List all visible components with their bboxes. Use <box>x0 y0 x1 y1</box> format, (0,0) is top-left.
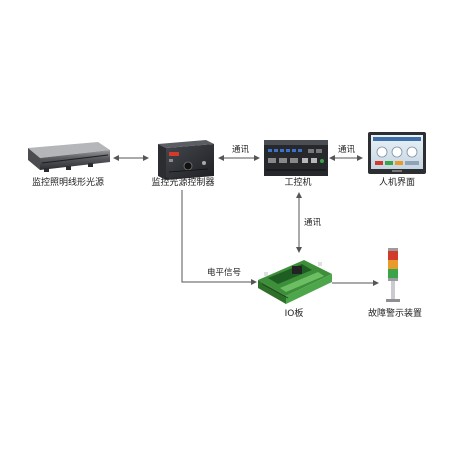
io-terminal-board-icon <box>258 260 332 304</box>
light-controller-box-icon <box>158 140 214 180</box>
node-label-alarm: 故障警示装置 <box>367 309 423 319</box>
edge-label-pc-to-io: 通讯 <box>304 218 322 228</box>
edge-label-controller-to-pc: 通讯 <box>232 145 250 155</box>
edge-label-controller-to-io: 电平信号 <box>207 268 242 278</box>
industrial-pc-icon <box>264 140 328 176</box>
node-label-io-board: IO板 <box>284 309 304 319</box>
edge-controller-to-io <box>181 190 257 285</box>
signal-tower-light-icon <box>386 248 400 302</box>
edge-label-pc-to-hmi: 通讯 <box>338 145 356 155</box>
node-label-hmi: 人机界面 <box>378 178 416 188</box>
node-label-linear-light: 监控照明线形光源 <box>31 178 105 188</box>
node-label-light-controller: 监控光源控制器 <box>151 178 215 188</box>
node-label-industrial-pc: 工控机 <box>284 178 312 188</box>
touch-panel-monitor-icon <box>368 132 426 174</box>
linear-light-bar-icon <box>28 142 110 172</box>
